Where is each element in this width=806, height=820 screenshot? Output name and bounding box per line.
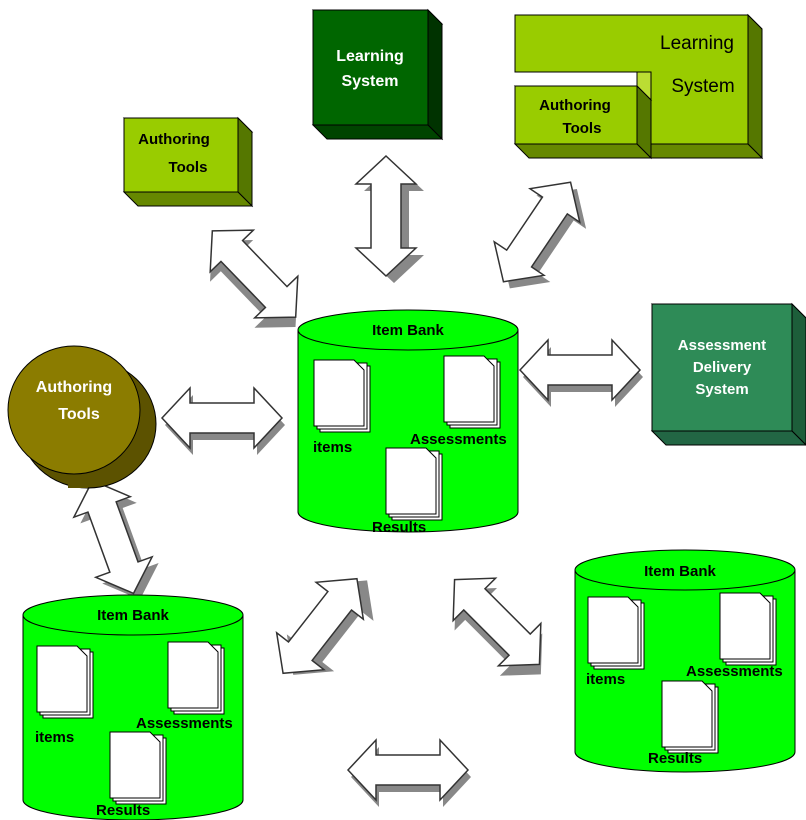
assessment-delivery-system-box: Assessment Delivery System <box>650 302 806 446</box>
authoring-tools-line1: Authoring <box>138 131 210 148</box>
item-bank-bottom-right: Item Bank items Assessments Results <box>574 549 796 773</box>
arrow-combined-to-bank <box>493 181 587 289</box>
arrow-left-bank-to-right-bank <box>346 738 471 807</box>
cylinder-authoring-line1: Authoring <box>36 379 112 396</box>
authoring-tools-box: Authoring Tools <box>122 116 254 208</box>
item-bank-assessments-label: Assessments <box>136 715 233 732</box>
item-bank-items-label: items <box>586 671 625 688</box>
document-stack-icon <box>167 641 225 715</box>
authoring-tools-cylinder: Authoring Tools <box>7 345 157 489</box>
delivery-line1: Assessment <box>678 337 766 354</box>
item-bank-results-label: Results <box>372 519 426 536</box>
learning-system-line2: System <box>342 73 399 90</box>
arrow-cylinder-tools-to-bank <box>160 386 285 455</box>
delivery-line2: Delivery <box>693 359 752 376</box>
item-bank-title: Item Bank <box>372 322 444 339</box>
document-stack-icon <box>385 447 443 521</box>
cylinder-authoring-line2: Tools <box>58 406 100 423</box>
learning-system-line1: Learning <box>336 48 404 65</box>
authoring-tools-combined-box: Authoring Tools <box>513 84 653 160</box>
arrow-authoring-box-to-bank <box>209 229 299 328</box>
item-bank-assessments-label: Assessments <box>410 431 507 448</box>
item-bank-results-label: Results <box>648 750 702 767</box>
item-bank-title: Item Bank <box>97 607 169 624</box>
learning-system-box: Learning System <box>311 8 444 141</box>
item-bank-items-label: items <box>35 729 74 746</box>
item-bank-bottom-left: Item Bank items Assessments Results <box>22 594 244 820</box>
document-stack-icon <box>109 731 167 805</box>
authoring-tools-line2: Tools <box>169 159 208 176</box>
document-stack-icon <box>36 645 94 719</box>
arrow-bank-to-right-bank <box>452 577 543 676</box>
arrow-bank-to-left-bank <box>275 577 374 675</box>
item-bank-items-label: items <box>313 439 352 456</box>
item-bank-assessments-label: Assessments <box>686 663 783 680</box>
item-bank-title: Item Bank <box>644 563 716 580</box>
combined-learning-line1: Learning <box>660 33 734 54</box>
document-stack-icon <box>313 359 371 433</box>
document-stack-icon <box>587 596 645 670</box>
delivery-line3: System <box>695 381 748 398</box>
document-stack-icon <box>661 680 719 754</box>
arrow-cylinder-tools-to-left-bank <box>72 479 159 600</box>
learning-system-combined-box: Learning System <box>514 13 764 160</box>
arrow-bank-to-delivery <box>518 338 643 407</box>
arrow-learning-system-to-bank <box>354 154 424 283</box>
item-bank-center: Item Bank items Assessments Results <box>297 309 519 536</box>
document-stack-icon <box>443 355 501 429</box>
combined-authoring-line2: Tools <box>563 120 602 137</box>
item-bank-results-label: Results <box>96 802 150 819</box>
combined-learning-line2: System <box>671 76 734 97</box>
document-stack-icon <box>719 592 777 666</box>
combined-authoring-line1: Authoring <box>539 97 611 114</box>
